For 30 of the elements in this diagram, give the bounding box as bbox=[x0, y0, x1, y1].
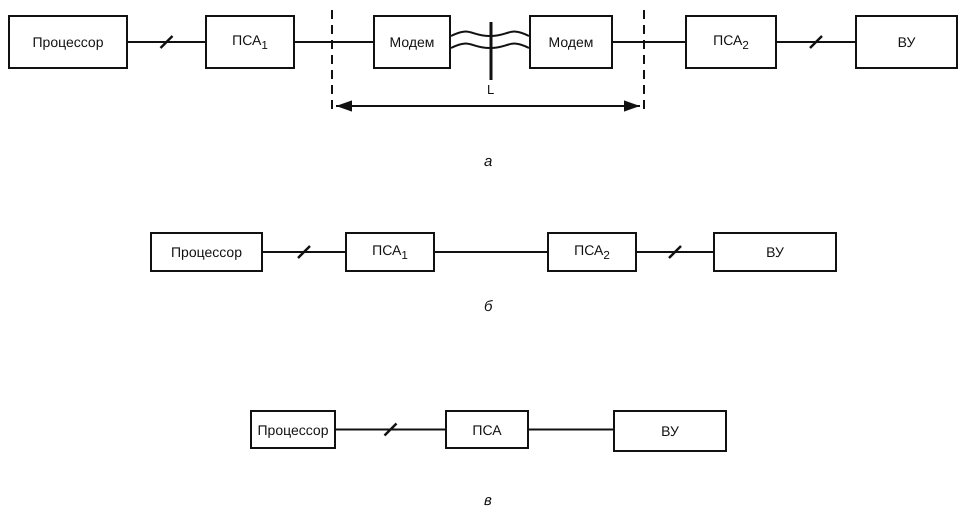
process-box bbox=[713, 232, 837, 272]
block-label: Процессор bbox=[170, 244, 242, 260]
process-box bbox=[150, 232, 263, 272]
block-label: Модем bbox=[390, 34, 434, 50]
block-label: Модем bbox=[548, 34, 594, 50]
block-label: ПСА$_{2}$ bbox=[713, 32, 749, 52]
block-label: ПСА$_{2}$ bbox=[574, 242, 610, 262]
block-label: ПСА$_{1}$ bbox=[372, 242, 408, 262]
block-label: ВУ bbox=[661, 423, 679, 439]
block-label: ВУ bbox=[898, 34, 916, 50]
panel-label: а bbox=[484, 153, 492, 170]
panel-label: б bbox=[484, 298, 492, 315]
block-label: ВУ bbox=[766, 244, 784, 260]
process-box bbox=[445, 410, 529, 449]
process-box bbox=[855, 15, 958, 69]
process-box bbox=[529, 15, 613, 69]
block-label: ПСА bbox=[472, 422, 502, 438]
panel-label: в bbox=[484, 492, 492, 509]
process-box bbox=[685, 15, 777, 69]
process-box bbox=[205, 15, 295, 69]
process-box bbox=[373, 15, 451, 69]
block-label: Процессор bbox=[32, 34, 104, 50]
block-label: ПСА$_{1}$ bbox=[232, 32, 268, 52]
process-box bbox=[250, 410, 336, 449]
process-box bbox=[345, 232, 435, 272]
process-box bbox=[8, 15, 128, 69]
dimension-label: L bbox=[487, 82, 494, 97]
block-label: Процессор bbox=[257, 422, 328, 438]
process-box bbox=[613, 410, 727, 452]
process-box bbox=[547, 232, 637, 272]
